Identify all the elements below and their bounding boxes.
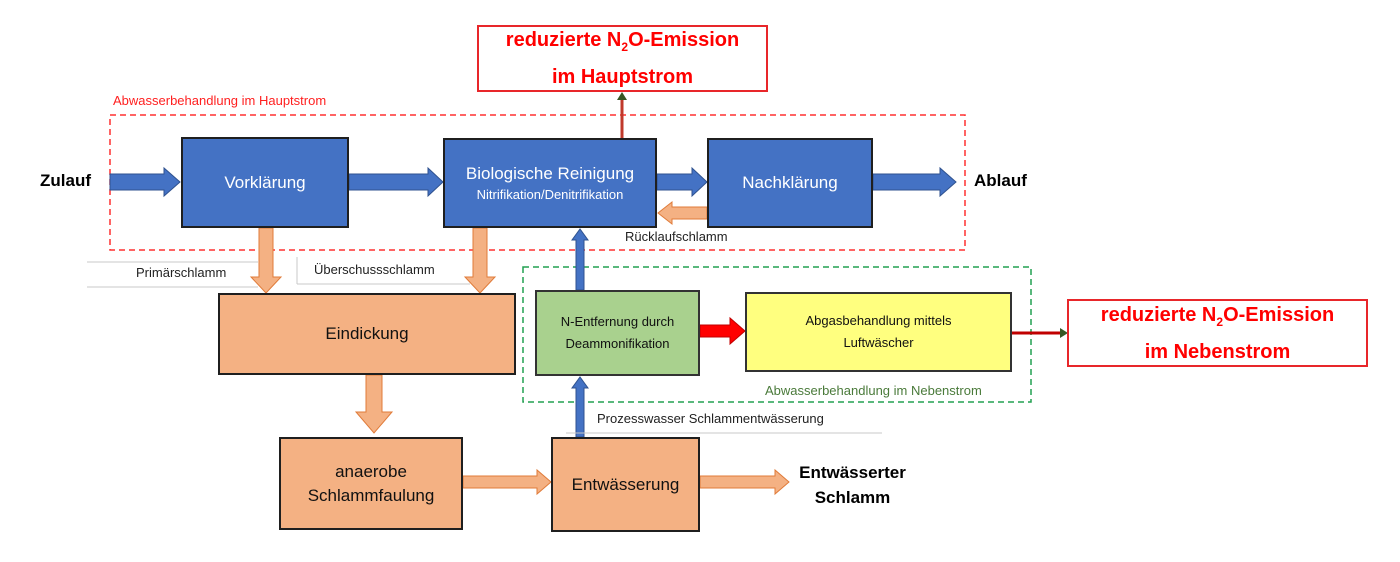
dewatered-sludge-label: Entwässerter Schlamm: [790, 460, 915, 510]
entwaesserung-box: Entwässerung: [551, 437, 700, 532]
exhaust-treatment-box: Abgasbehandlung mittels Luftwäscher: [745, 292, 1012, 372]
arrow-primary-sludge: [249, 227, 283, 294]
dewatered-line1: Entwässerter: [799, 463, 906, 482]
bio-title: Biologische Reinigung: [465, 164, 635, 183]
subscript: 2: [1216, 314, 1224, 329]
emission-side-line2: im Nebenstrom: [1144, 340, 1291, 363]
arrow-emission-main-head: [617, 92, 627, 100]
return-sludge-label: Rücklaufschlamm: [625, 229, 728, 244]
eindickung-box: Eindickung: [218, 293, 516, 375]
abgas-line1: Abgasbehandlung mittels: [805, 313, 952, 328]
side-stream-label: Abwasserbehandlung im Nebenstrom: [765, 383, 982, 398]
inflow-arrow: [109, 166, 181, 198]
emission-main-text: O-Emission: [628, 29, 740, 51]
deammon-line2: Deammonifikation: [565, 336, 670, 351]
bio-subtitle: Nitrifikation/Denitrifikation: [476, 187, 624, 202]
faulung-line1: anaerobe: [335, 461, 407, 481]
outflow-arrow: [872, 166, 957, 198]
nachklaerung-box: Nachklärung: [707, 138, 873, 228]
emission-main-box: reduzierte N2O-Emission im Hauptstrom: [477, 25, 768, 92]
arrow-process-water: [571, 376, 589, 438]
abgas-line2: Luftwäscher: [843, 335, 914, 350]
arrow-deammon-bio: [571, 228, 589, 291]
faulung-box: anaerobe Schlammfaulung: [279, 437, 463, 530]
arrow-eindickung-faulung: [354, 374, 394, 434]
outflow-label: Ablauf: [974, 171, 1027, 190]
process-water-label: Prozesswasser Schlammentwässerung: [597, 411, 824, 426]
excess-sludge-label: Überschussschlamm: [314, 262, 435, 277]
vorklaerung-box: Vorklärung: [181, 137, 349, 228]
arrow-return-sludge: [657, 200, 708, 226]
arrow-vorklaerung-bio: [348, 166, 444, 198]
arrow-deammon-abgas: [699, 316, 746, 346]
deammon-line1: N-Entfernung durch: [560, 314, 675, 329]
deammonification-box: N-Entfernung durch Deammonifikation: [535, 290, 700, 376]
faulung-line2: Schlammfaulung: [307, 485, 435, 505]
main-stream-label: Abwasserbehandlung im Hauptstrom: [113, 93, 327, 108]
subscript: 2: [621, 40, 629, 54]
inflow-label: Zulauf: [40, 171, 91, 190]
arrow-bio-nachklaerung: [656, 166, 708, 198]
arrow-faulung-entwaesserung: [462, 468, 552, 496]
arrow-sludge-out: [699, 468, 790, 496]
dewatered-line2: Schlamm: [814, 488, 891, 507]
emission-side-text: O-Emission: [1223, 303, 1335, 326]
emission-side-box: reduzierte N2O-Emission im Nebenstrom: [1067, 299, 1368, 367]
emission-side-text: reduzierte N: [1100, 303, 1217, 326]
arrow-emission-side-head: [1060, 328, 1068, 338]
emission-main-text: reduzierte N: [505, 29, 622, 51]
arrow-excess-sludge: [463, 227, 497, 294]
emission-main-line2: im Hauptstrom: [551, 66, 694, 88]
primary-sludge-label: Primärschlamm: [136, 265, 227, 280]
bio-box: Biologische Reinigung Nitrifikation/Deni…: [443, 138, 657, 228]
